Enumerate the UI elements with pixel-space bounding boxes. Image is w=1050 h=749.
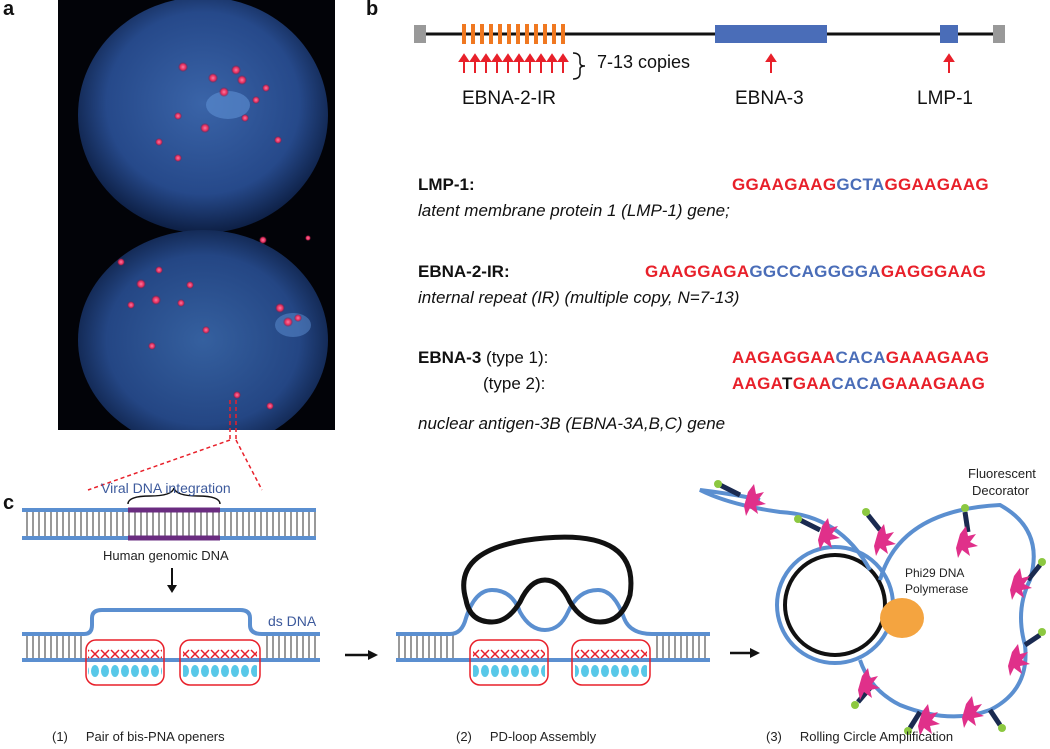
gene-label-ebna3: EBNA-3: [735, 88, 804, 109]
sequence-segment: GGAAGAAG: [884, 175, 989, 194]
gene-map-end-right: [993, 25, 1005, 43]
target-arrows: [458, 53, 955, 73]
step-2-caption: (2) PD-loop Assembly: [456, 729, 596, 744]
gene-label-ebna2ir: EBNA-2-IR: [462, 88, 556, 109]
signal-dots: [117, 62, 311, 410]
ebna3-description: nuclear antigen-3B (EBNA-3A,B,C) gene: [418, 414, 726, 433]
ebna2-ir-repeats: [462, 24, 565, 44]
ebna3-type1-label: (type 1):: [486, 348, 549, 367]
step-2-number: (2): [456, 729, 472, 744]
ebna3-type2-label: (type 2):: [483, 374, 546, 393]
phi29-label-line1: Phi29 DNA: [905, 566, 965, 580]
ebna2ir-sequence: GAAGGAGAGGCCAGGGGAGAGGGAAG: [645, 262, 986, 282]
panel-label-c: c: [3, 492, 15, 514]
human-genomic-label: Human genomic DNA: [103, 548, 229, 563]
sequence-segment: GCTA: [836, 175, 885, 194]
ebna3-type1-sequence: AAGAGGAACACAGAAAGAAG: [732, 348, 989, 368]
arrow-step2-to-3: [750, 648, 760, 658]
sequence-segment: GAAAGAAG: [885, 348, 990, 367]
ebna3-title: EBNA-3 (type 1):: [418, 348, 548, 368]
step-3-caption: (3) Rolling Circle Amplification: [766, 729, 953, 744]
sequence-segment: CACA: [835, 348, 886, 367]
down-arrow: [167, 585, 177, 593]
lmp1-sequence: GGAAGAAGGCTAGGAAGAAG: [732, 175, 989, 195]
pd-loop-diagram: [22, 480, 1046, 736]
panel-label-a: a: [3, 0, 15, 20]
copies-label: 7-13 copies: [597, 52, 691, 72]
ebna3-type2-title: (type 2):: [483, 374, 545, 394]
dsdna-label: ds DNA: [268, 613, 317, 629]
step1-structure: [22, 608, 320, 686]
fluorescent-label-line2: Decorator: [972, 483, 1030, 498]
gene-label-lmp1: LMP-1: [917, 88, 973, 109]
fluorescent-label-line1: Fluorescent: [968, 466, 1036, 481]
integration-brace: [127, 487, 221, 505]
step-3-label: Rolling Circle Amplification: [799, 729, 954, 744]
sequence-segment: GAAAGAAG: [881, 374, 986, 393]
sequence-segment: AAGAGGAA: [732, 348, 836, 367]
lmp1-description: latent membrane protein 1 (LMP-1) gene;: [418, 201, 730, 220]
micrograph-image: [58, 0, 335, 430]
sequence-segment: CACA: [831, 374, 882, 393]
step-1-label: Pair of bis-PNA openers: [85, 729, 225, 744]
fluorescence-micrograph: [58, 0, 335, 430]
step-2-label: PD-loop Assembly: [489, 729, 597, 744]
fluorescent-decorators: [714, 480, 1046, 736]
viral-integration-label: Viral DNA integration: [101, 480, 231, 496]
gene-map: [414, 24, 1005, 80]
step2-structure: [396, 534, 710, 686]
sequence-segment: GGAAGAAG: [732, 175, 837, 194]
sequence-segment: T: [782, 374, 793, 393]
arrow-step1-to-2: [368, 650, 378, 660]
panel-label-b: b: [366, 0, 379, 20]
step-1-number: (1): [52, 729, 68, 744]
step3-structure: [699, 480, 1046, 736]
sequence-segment: GAGGGAAG: [880, 262, 987, 281]
ebna3-type2-sequence: AAGATGAACACAGAAAGAAG: [732, 374, 985, 394]
step-1-caption: (1) Pair of bis-PNA openers: [52, 729, 225, 744]
nucleus-top: [78, 0, 328, 233]
step-3-number: (3): [766, 729, 782, 744]
sequence-segment: GAA: [792, 374, 832, 393]
ebna2ir-title: EBNA-2-IR:: [418, 262, 510, 281]
sequence-segment: GAAGGAGA: [645, 262, 750, 281]
sequence-segment: AAGA: [732, 374, 782, 393]
lmp1-block: [940, 25, 958, 43]
ebna2ir-description: internal repeat (IR) (multiple copy, N=7…: [418, 288, 740, 307]
ebna3-name: EBNA-3: [418, 348, 482, 367]
genomic-dna: [22, 487, 316, 541]
gene-map-end-left: [414, 25, 426, 43]
copies-brace: [572, 52, 586, 80]
sequence-segment: GGCCAGGGGA: [749, 262, 881, 281]
ebna3-block: [715, 25, 827, 43]
phi29-label-line2: Polymerase: [905, 582, 969, 596]
phi29-polymerase: [880, 598, 924, 638]
lmp1-title: LMP-1:: [418, 175, 475, 194]
